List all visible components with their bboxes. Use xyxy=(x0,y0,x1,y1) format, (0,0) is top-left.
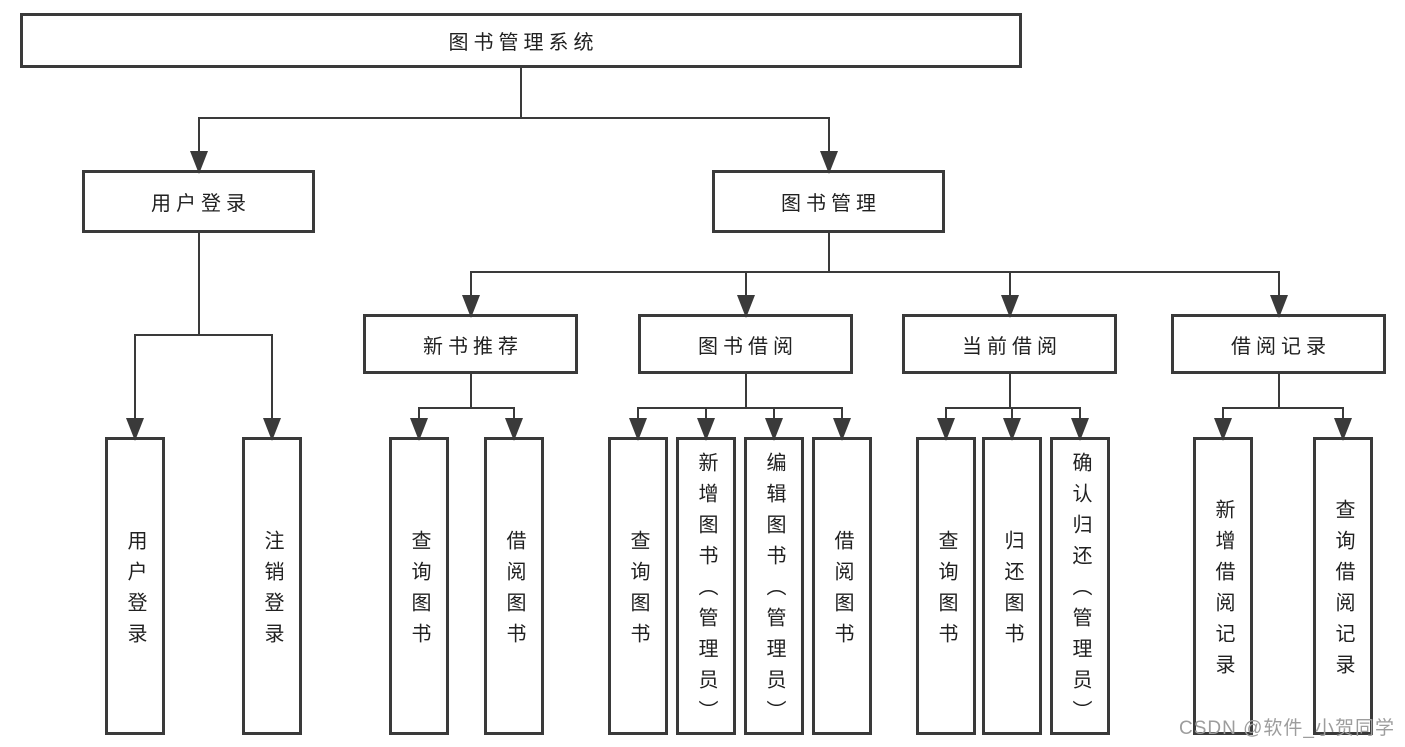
node-leaf-logout: 注销登录 xyxy=(242,437,302,735)
arrowhead-down-icon xyxy=(505,418,523,441)
node-label: 图书管理 xyxy=(781,193,881,215)
node-leaf-user-login: 用户登录 xyxy=(105,437,165,735)
arrowhead-down-icon xyxy=(126,418,144,441)
connector-line-horizontal xyxy=(945,407,1081,409)
node-label: 查询图书 xyxy=(935,529,957,654)
node-root: 图书管理系统 xyxy=(20,13,1022,68)
arrowhead-down-icon xyxy=(1334,418,1352,441)
node-label: 图书借阅 xyxy=(698,335,798,358)
connector-line-vertical xyxy=(744,374,747,408)
arrowhead-down-icon xyxy=(765,418,783,441)
node-new-book-rec: 新书推荐 xyxy=(363,314,578,374)
node-label: 借阅图书 xyxy=(503,529,525,654)
node-label: 用户登录 xyxy=(124,529,146,654)
arrowhead-down-icon xyxy=(1071,418,1089,441)
arrowhead-down-icon xyxy=(736,295,755,318)
connector-line-vertical xyxy=(197,233,200,335)
node-label: 借阅记录 xyxy=(1231,335,1331,358)
node-leaf-query-book-1: 查询图书 xyxy=(389,437,449,735)
arrowhead-down-icon xyxy=(263,418,281,441)
connector-line-vertical xyxy=(1277,272,1280,300)
node-leaf-add-borrow-record: 新增借阅记录 xyxy=(1193,437,1253,735)
connector-line-horizontal xyxy=(418,407,515,409)
node-label: 编辑图书（管理员） xyxy=(763,452,785,731)
node-label: 新增图书（管理员） xyxy=(695,452,717,731)
node-label: 确认归还（管理员） xyxy=(1069,452,1091,731)
connector-line-vertical xyxy=(1011,408,1013,423)
connector-line-horizontal xyxy=(134,334,273,336)
node-label: 注销登录 xyxy=(261,529,283,654)
connector-line-vertical xyxy=(1277,374,1280,408)
connector-line-horizontal xyxy=(469,271,1280,273)
connector-line-vertical xyxy=(744,272,747,300)
connector-line-vertical xyxy=(418,408,420,423)
node-label: 查询借阅记录 xyxy=(1332,498,1354,685)
node-leaf-query-book-2: 查询图书 xyxy=(608,437,668,735)
node-leaf-borrow-book-1: 借阅图书 xyxy=(484,437,544,735)
connector-line-vertical xyxy=(1079,408,1081,423)
arrowhead-down-icon xyxy=(461,295,480,318)
connector-line-vertical xyxy=(197,118,200,156)
node-label: 新增借阅记录 xyxy=(1212,498,1234,685)
connector-line-vertical xyxy=(134,335,136,423)
node-borrow-records: 借阅记录 xyxy=(1171,314,1386,374)
node-leaf-return-book: 归还图书 xyxy=(982,437,1042,735)
node-user-login: 用户登录 xyxy=(82,170,315,233)
arrowhead-down-icon xyxy=(937,418,955,441)
connector-line-vertical xyxy=(637,408,639,423)
node-leaf-query-borrow-record: 查询借阅记录 xyxy=(1313,437,1373,735)
node-leaf-query-book-3: 查询图书 xyxy=(916,437,976,735)
connector-line-vertical xyxy=(1008,272,1011,300)
arrowhead-down-icon xyxy=(189,151,208,174)
node-leaf-edit-book: 编辑图书（管理员） xyxy=(744,437,804,735)
arrowhead-down-icon xyxy=(697,418,715,441)
connector-line-horizontal xyxy=(1222,407,1344,409)
arrowhead-down-icon xyxy=(1269,295,1288,318)
node-label: 当前借阅 xyxy=(962,335,1062,358)
connector-line-horizontal xyxy=(197,117,830,119)
connector-line-vertical xyxy=(705,408,707,423)
connector-line-vertical xyxy=(841,408,843,423)
connector-line-vertical xyxy=(1008,374,1011,408)
connector-line-vertical xyxy=(1222,408,1224,423)
node-leaf-borrow-book-2: 借阅图书 xyxy=(812,437,872,735)
connector-line-vertical xyxy=(945,408,947,423)
node-label: 查询图书 xyxy=(627,529,649,654)
arrowhead-down-icon xyxy=(629,418,647,441)
node-label: 新书推荐 xyxy=(423,335,523,358)
connector-line-vertical xyxy=(773,408,775,423)
node-book-mgmt: 图书管理 xyxy=(712,170,945,233)
arrowhead-down-icon xyxy=(410,418,428,441)
node-book-borrow: 图书借阅 xyxy=(638,314,853,374)
connector-line-horizontal xyxy=(637,407,843,409)
connector-line-vertical xyxy=(469,374,472,408)
node-label: 借阅图书 xyxy=(831,529,853,654)
connector-line-vertical xyxy=(469,272,472,300)
node-label: 查询图书 xyxy=(408,529,430,654)
node-label: 用户登录 xyxy=(151,193,251,215)
node-leaf-confirm-return: 确认归还（管理员） xyxy=(1050,437,1110,735)
node-leaf-add-book: 新增图书（管理员） xyxy=(676,437,736,735)
node-label: 归还图书 xyxy=(1001,529,1023,654)
watermark: CSDN @软件_小贺同学 xyxy=(1179,718,1395,739)
connector-line-vertical xyxy=(513,408,515,423)
arrowhead-down-icon xyxy=(1214,418,1232,441)
arrowhead-down-icon xyxy=(819,151,838,174)
connector-line-vertical xyxy=(271,335,273,423)
node-current-borrow: 当前借阅 xyxy=(902,314,1117,374)
node-label: 图书管理系统 xyxy=(448,32,599,54)
arrowhead-down-icon xyxy=(1003,418,1021,441)
arrowhead-down-icon xyxy=(1000,295,1019,318)
connector-line-vertical xyxy=(1342,408,1344,423)
arrowhead-down-icon xyxy=(833,418,851,441)
connector-line-vertical xyxy=(827,233,830,272)
connector-line-vertical xyxy=(827,118,830,156)
connector-line-vertical xyxy=(520,68,522,118)
